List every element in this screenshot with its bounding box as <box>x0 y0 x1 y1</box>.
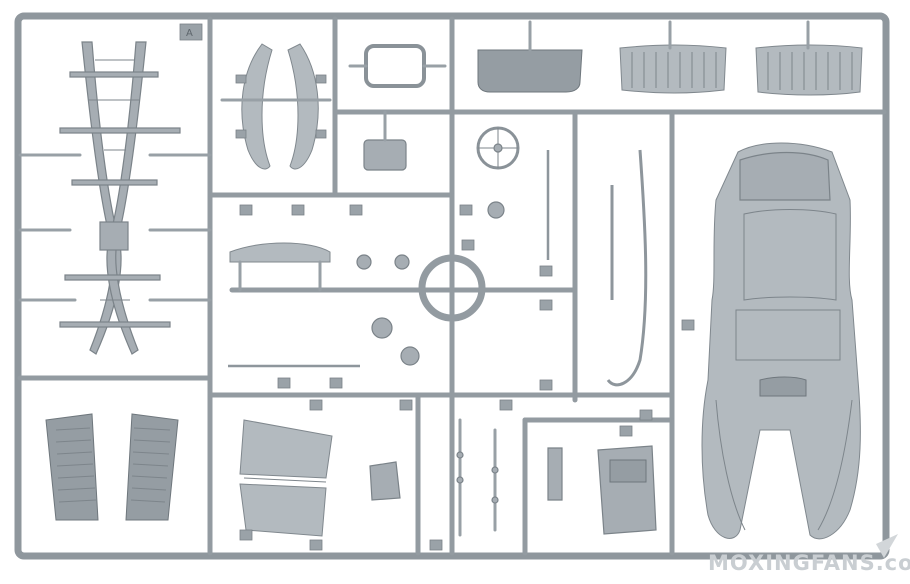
seat-tub-part <box>547 445 657 535</box>
dashboard-part <box>363 110 407 171</box>
tree-letter: A <box>186 28 193 39</box>
fender-pair-part <box>220 43 332 170</box>
headlight-parts <box>356 201 505 366</box>
steering-wheel-part <box>476 126 520 170</box>
main-runners <box>17 16 887 556</box>
seat-cushion-parts <box>477 20 863 96</box>
small-parts-cluster <box>369 418 499 537</box>
watermark-arrow-icon <box>876 534 898 558</box>
louvre-panel-parts <box>45 413 179 521</box>
sprue-frame <box>14 12 890 560</box>
hood-lid-part <box>229 242 331 292</box>
car-body-part <box>701 142 861 540</box>
gate-tabs <box>239 204 695 551</box>
watermark-text: MOXINGFANS.com <box>708 551 910 575</box>
rod-parts <box>228 149 648 387</box>
tree-letter-tab: A <box>179 23 203 41</box>
chassis-frame-part <box>59 41 181 355</box>
hood-side-parts <box>239 419 333 537</box>
sprue-ring-hub <box>418 254 486 322</box>
windshield-frame-part <box>348 44 447 88</box>
